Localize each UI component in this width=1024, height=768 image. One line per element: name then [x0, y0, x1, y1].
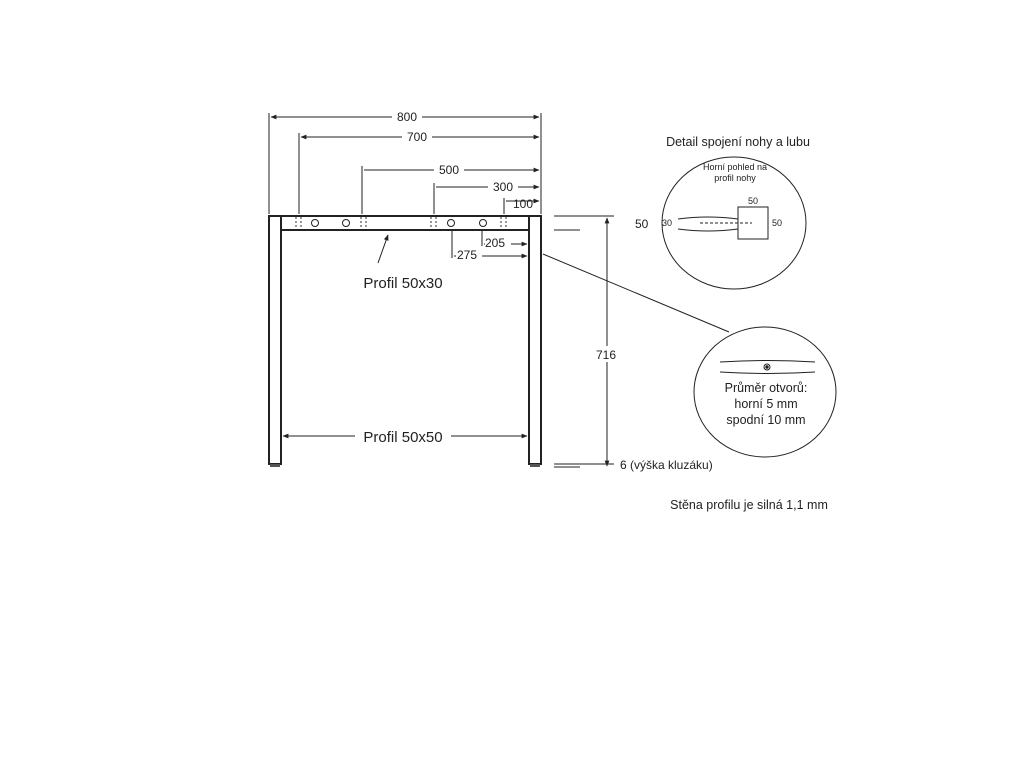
- holes-line-3: spodní 10 mm: [726, 413, 805, 427]
- dim-100: 100: [513, 197, 533, 211]
- joint-dim-right: 50: [772, 218, 782, 228]
- right-leg: [528, 215, 542, 465]
- detail-joint-circle: [661, 156, 807, 290]
- left-leg-glide: [270, 464, 280, 467]
- dim-275: 275: [457, 248, 477, 262]
- right-leg-glide: [530, 464, 540, 467]
- holes-line-2: horní 5 mm: [734, 397, 797, 411]
- detail-joint-subtitle-2: profil nohy: [714, 173, 756, 183]
- detail-joint-title: Detail spojení nohy a lubu: [666, 135, 810, 149]
- hole-rail-section: [719, 360, 816, 374]
- joint-top-view: [677, 206, 769, 240]
- detail-holes-circle: [693, 326, 837, 458]
- dim-300: 300: [493, 180, 513, 194]
- rail-hole-marks: [295, 217, 507, 229]
- height-dimensions: [554, 215, 614, 468]
- rail-profile-label: Profil 50x30: [363, 275, 442, 292]
- dim-700: 700: [407, 130, 427, 144]
- leg-profile-label: Profil 50x50: [363, 429, 442, 446]
- holes-line-1: Průměr otvorů:: [725, 381, 808, 395]
- rail-holes: [311, 219, 487, 227]
- dim-50-left: 50: [635, 217, 649, 231]
- wall-thickness-note: Stěna profilu je silná 1,1 mm: [670, 498, 828, 512]
- dim-500: 500: [439, 163, 459, 177]
- glide-height-note: 6 (výška kluzáku): [620, 458, 713, 472]
- joint-dim-left: 30: [662, 218, 672, 228]
- dim-205: 205: [485, 236, 505, 250]
- table-frame: [268, 215, 542, 467]
- dim-800: 800: [397, 110, 417, 124]
- leader-to-hole-detail: [542, 253, 730, 333]
- detail-joint-subtitle-1: Horní pohled na: [703, 162, 767, 172]
- joint-dim-top: 50: [748, 196, 758, 206]
- left-leg: [268, 215, 282, 465]
- top-dimensions: [268, 113, 542, 214]
- dim-716: 716: [596, 348, 616, 362]
